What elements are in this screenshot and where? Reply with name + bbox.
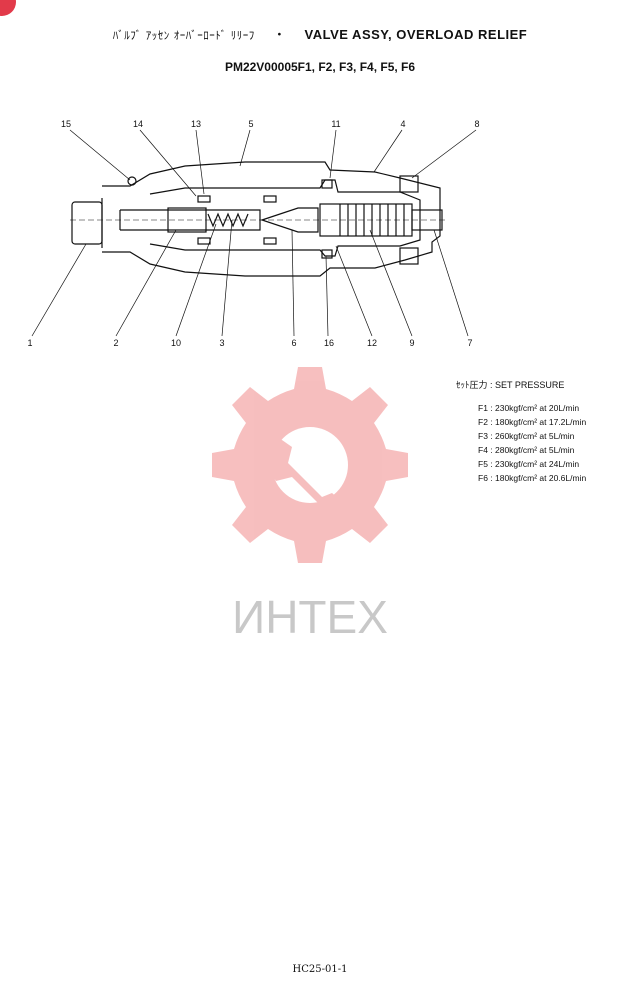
callout-top-1: 15 — [61, 119, 71, 129]
callout-top-4: 5 — [248, 119, 253, 129]
title-japanese: ﾊﾞﾙﾌﾞ ｱｯｾﾝ ｵｰﾊﾞｰﾛｰﾄﾞ ﾘﾘｰﾌ — [112, 29, 255, 42]
set-pressure-heading-jp: ｾｯﾄ圧力 — [456, 381, 488, 391]
set-pressure-table: ｾｯﾄ圧力 : SET PRESSURE F1 : 230kgf/cm² at … — [456, 378, 586, 485]
set-pressure-row-f6: F6 : 180kgf/cm² at 20.6L/min — [478, 473, 587, 483]
title-english: VALVE ASSY, OVERLOAD RELIEF — [304, 27, 528, 42]
callout-bottom-4: 3 — [219, 338, 224, 348]
callout-bottom-2: 2 — [113, 338, 118, 348]
callout-top-2: 14 — [133, 119, 143, 129]
set-pressure-row-f5: F5 : 230kgf/cm² at 24L/min — [478, 459, 580, 469]
part-numbers: PM22V00005F1, F2, F3, F4, F5, F6 — [224, 60, 416, 74]
set-pressure-heading-en: : SET PRESSURE — [490, 380, 565, 390]
callout-bottom-9: 7 — [467, 338, 472, 348]
callout-top-7: 8 — [474, 119, 479, 129]
gear-icon — [212, 367, 408, 563]
set-pressure-row-f3: F3 : 260kgf/cm² at 5L/min — [478, 431, 575, 441]
page-title: ﾊﾞﾙﾌﾞ ｱｯｾﾝ ｵｰﾊﾞｰﾛｰﾄﾞ ﾘﾘｰﾌ ・ VALVE ASSY, … — [0, 24, 640, 43]
watermark-text: ИНТЕХ — [232, 591, 388, 643]
page-code: HC25-01-1 — [292, 964, 348, 975]
callout-top-3: 13 — [191, 119, 201, 129]
intex-watermark: ИНТЕХ — [212, 367, 408, 643]
corner-badge — [0, 0, 16, 16]
callout-bottom-1: 1 — [27, 338, 32, 348]
callout-bottom-8: 9 — [409, 338, 414, 348]
set-pressure-heading: ｾｯﾄ圧力 : SET PRESSURE — [456, 378, 586, 391]
title-separator: ・ — [272, 27, 287, 42]
set-pressure-row-f2: F2 : 180kgf/cm² at 17.2L/min — [478, 417, 587, 427]
callout-bottom-7: 12 — [367, 338, 377, 348]
callout-top-5: 11 — [331, 119, 340, 129]
callout-bottom-5: 6 — [291, 338, 296, 348]
callout-bottom-6: 16 — [324, 338, 334, 348]
valve-cross-section-diagram: 15 14 13 5 11 4 8 1 2 10 3 6 16 12 9 7 — [27, 119, 479, 348]
set-pressure-row-f4: F4 : 280kgf/cm² at 5L/min — [478, 445, 575, 455]
callout-bottom-3: 10 — [171, 338, 181, 348]
set-pressure-row-f1: F1 : 230kgf/cm² at 20L/min — [478, 403, 580, 413]
callout-top-6: 4 — [400, 119, 405, 129]
